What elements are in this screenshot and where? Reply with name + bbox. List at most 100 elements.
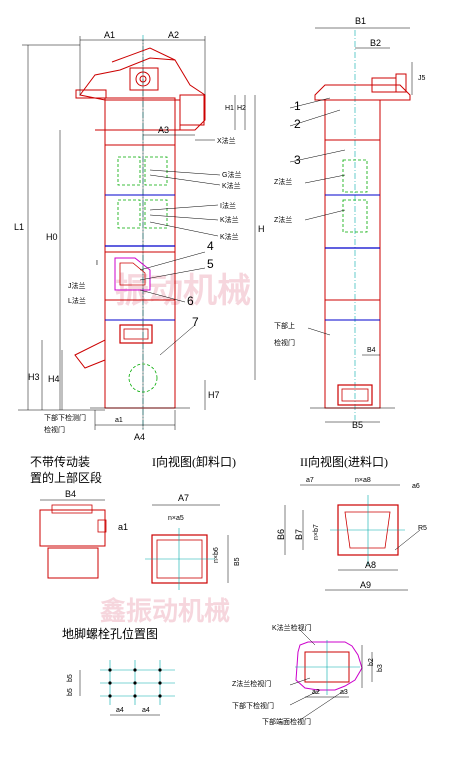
- upper-box-lower: [47, 547, 99, 579]
- label-k-flange-2: K法兰: [220, 215, 239, 224]
- dim-nxa5-label: n×a5: [168, 515, 184, 522]
- door-outline: [295, 641, 363, 691]
- dim-H7-label: H7: [208, 390, 220, 400]
- dim-A9-label: A9: [360, 580, 371, 590]
- dim-H3-label: H3: [28, 372, 40, 382]
- leader-6: [139, 289, 186, 303]
- drive-base: [75, 89, 107, 99]
- label-z-flange-2: Z法兰: [274, 215, 292, 224]
- dim-a4-label-1: a4: [116, 707, 124, 714]
- dim-A4-label: A4: [134, 432, 145, 442]
- upper-box: [39, 509, 106, 547]
- label-x-flange: X法兰: [217, 136, 236, 145]
- side-head: [314, 84, 411, 101]
- side-casing: [324, 99, 381, 409]
- side-door-upper: [342, 159, 368, 193]
- dim-H4-label: H4: [48, 374, 60, 384]
- dim-a4-label-2: a4: [142, 707, 150, 714]
- anchor-hole: [108, 668, 112, 672]
- anchor-hole: [108, 694, 112, 698]
- view-II-chute: [344, 511, 391, 549]
- feed-chute: [74, 339, 106, 369]
- anchor-hole: [133, 681, 137, 685]
- label-k-door: K法兰检视门: [272, 623, 312, 632]
- main-elevator: A1 A2 A3 A4 H H0 H1 H2 H3 H4 H7 L1 a1 X法…: [14, 30, 265, 442]
- drive-motor: [129, 67, 159, 91]
- title-anchor: 地脚螺栓孔位置图: [62, 626, 158, 641]
- feed-inlet: [114, 257, 151, 291]
- leader-i: [149, 204, 219, 211]
- door-mid-left: [117, 199, 141, 229]
- label-k-flange-3: K法兰: [220, 232, 239, 241]
- dim-H-label: H: [258, 224, 265, 234]
- leader-z-door: [289, 677, 311, 686]
- dim-R5-label: R5: [418, 525, 427, 532]
- label-lower-upper: 下部上: [274, 321, 295, 330]
- callout-1: 1: [294, 99, 301, 113]
- dim-L1-label: L1: [14, 222, 24, 232]
- dim-H0-label: H0: [46, 232, 58, 242]
- dim-b3-label: b3: [377, 664, 384, 672]
- side-bottom-door: [337, 384, 373, 406]
- leader-4: [139, 251, 206, 271]
- door-mid-right: [144, 199, 168, 229]
- title-no-drive-1: 不带传动装: [30, 454, 90, 469]
- anchor-hole: [158, 681, 162, 685]
- dim-A3-label: A3: [158, 125, 169, 135]
- boot-pulley: [128, 363, 158, 393]
- callout-4: 4: [207, 239, 214, 253]
- label-inspection-door-2: 检视门: [274, 338, 295, 347]
- lower-door: [119, 324, 153, 344]
- dim-J5-label: J5: [418, 75, 426, 82]
- discharge-spout: [179, 94, 205, 126]
- dim-a7-label: a7: [306, 477, 314, 484]
- leader-k3: [149, 221, 219, 237]
- leader-z2: [304, 209, 346, 221]
- label-z-flange-1: Z法兰: [274, 177, 292, 186]
- dim-nxa8-label: n×a8: [355, 477, 371, 484]
- leader-R5: [394, 529, 421, 551]
- label-g-flange: G法兰: [222, 170, 241, 179]
- upper-box-top: [51, 504, 93, 514]
- title-view-II: II向视图(进料口): [300, 454, 388, 469]
- callout-5: 5: [207, 257, 214, 271]
- watermark-lower: 鑫振动机械: [100, 596, 230, 626]
- pulley-hub: [139, 75, 147, 83]
- side-view: B1 B2 B5 B4 J5 1 2 3 Z法兰 Z法兰 下部上 检视门: [274, 16, 426, 430]
- anchor-holes: [108, 668, 162, 698]
- anchor-hole: [108, 681, 112, 685]
- anchor-hole: [133, 694, 137, 698]
- lower-door-inner: [123, 328, 149, 340]
- label-l-flange: L法兰: [68, 296, 86, 305]
- callout-2: 2: [294, 117, 301, 131]
- label-i-flange: I法兰: [220, 201, 236, 210]
- dim-a2-label: a2: [312, 689, 320, 696]
- head-pulley: [135, 71, 151, 87]
- leader-1: [289, 97, 331, 109]
- leader-end-door: [299, 689, 346, 721]
- leader-lower-door: [289, 689, 321, 706]
- dim-B5-view-label: B5: [234, 557, 241, 566]
- head-cover: [111, 47, 176, 63]
- leader-7: [159, 324, 196, 356]
- label-end-door: 下部端面检视门: [262, 717, 311, 726]
- dim-A7-label: A7: [178, 493, 189, 503]
- label-lower-lower-door: 下部下检视门: [232, 701, 274, 710]
- leader-g: [149, 169, 221, 176]
- dim-A1-label: A1: [104, 30, 115, 40]
- door-detail: b2 b3 a2 a3 K法兰检视门 Z法兰检视门 下部下检视门 下部端面检视门: [232, 623, 384, 726]
- callout-6: 6: [187, 294, 194, 308]
- label-inspection-door: 检视门: [44, 425, 65, 434]
- callout-7: 7: [192, 315, 199, 329]
- dim-b5-label-1: b5: [67, 674, 74, 682]
- no-drive-section: B4: [39, 489, 107, 579]
- upper-box-tab: [97, 519, 107, 533]
- anchor-hole: [158, 668, 162, 672]
- anchor-hole: [133, 668, 137, 672]
- watermark-upper: 振动机械: [115, 272, 251, 310]
- dim-B4-label-2: B4: [65, 489, 76, 499]
- label-mark-I: I: [96, 260, 98, 267]
- dim-H1-label: H1: [225, 105, 234, 112]
